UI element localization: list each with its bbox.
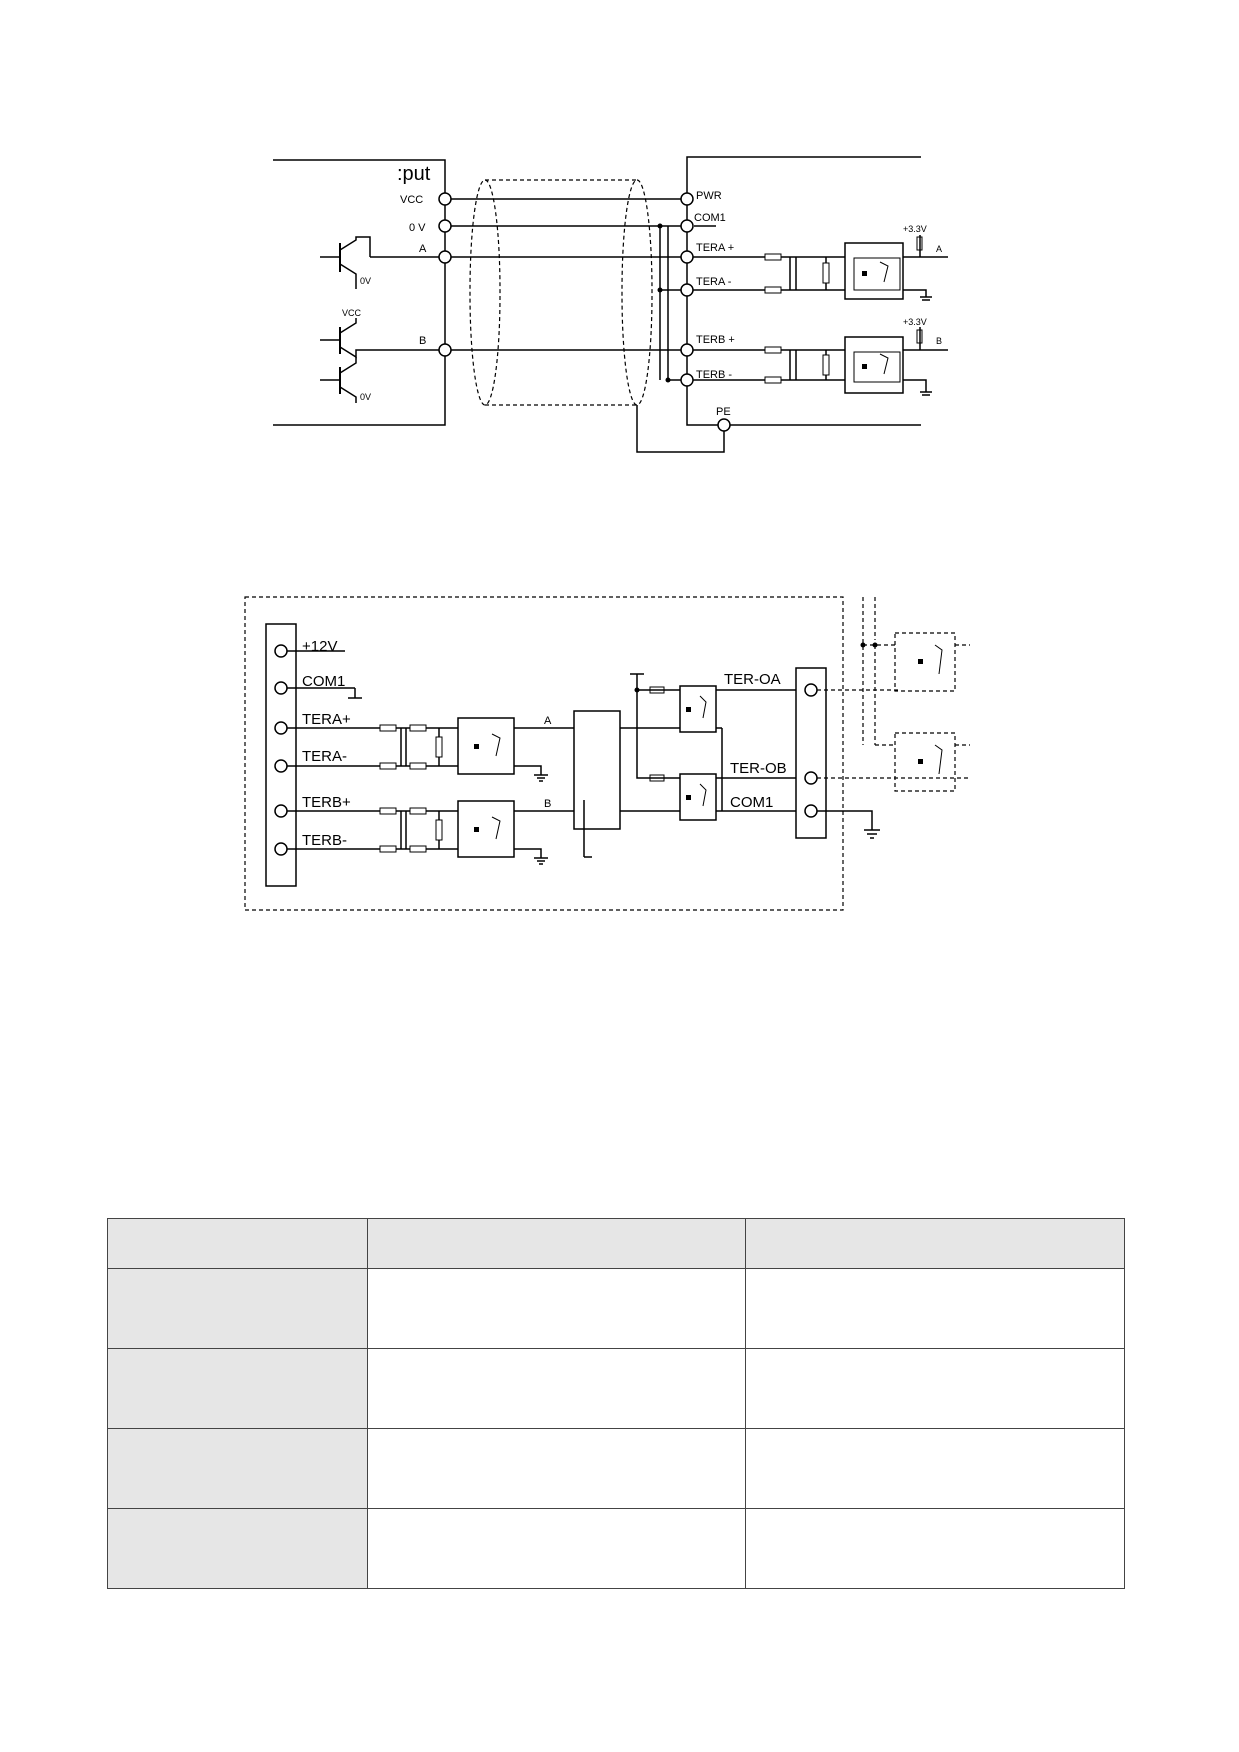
channel-b-input-network xyxy=(287,800,574,865)
output-wiring-diagram: +12V COM1 TERA+ TERA- TERB+ TERB- xyxy=(244,596,970,911)
left-terminal-a: A xyxy=(419,243,427,255)
output-optocoupler-b xyxy=(679,773,717,821)
table-cell xyxy=(745,1348,1125,1429)
output-optocoupler-a xyxy=(679,685,717,733)
terminal-label-tera-plus: TERA+ xyxy=(302,711,351,728)
table-row xyxy=(107,1428,1125,1509)
terminal-pwr xyxy=(680,192,694,206)
terminal-a xyxy=(438,250,452,264)
encoder-header-label: :put xyxy=(397,163,431,185)
right-terminal-terb-plus: TERB + xyxy=(696,334,735,346)
terminal-pe xyxy=(717,418,731,432)
table-row xyxy=(107,1348,1125,1429)
terminal-label-com1: COM1 xyxy=(302,673,345,690)
processor-block xyxy=(573,710,621,830)
channel-b-input-circuit xyxy=(693,327,948,396)
terminal-label-tera-minus: TERA- xyxy=(302,748,347,765)
ground-label-a: 0V xyxy=(360,276,371,286)
encoder-wiring-diagram: :put VCC 0 V A B 0V V xyxy=(273,156,948,453)
table-header-cell xyxy=(745,1218,1125,1269)
right-terminal-com1: COM1 xyxy=(694,212,726,224)
table-header-cell xyxy=(367,1218,746,1269)
right-terminal-terb-minus: TERB - xyxy=(696,369,732,381)
table-cell xyxy=(745,1428,1125,1509)
table-cell xyxy=(107,1428,368,1509)
terminal-label-12v: +12V xyxy=(302,638,337,655)
table-header-cell xyxy=(107,1218,368,1269)
input-terminal-block xyxy=(265,623,297,887)
terminal-vcc xyxy=(438,192,452,206)
right-terminal-tera-minus: TERA - xyxy=(696,276,732,288)
table-header-row xyxy=(107,1218,1125,1269)
terminal-com1 xyxy=(680,219,694,233)
specification-table xyxy=(107,1218,1125,1589)
terminal-terb-minus xyxy=(680,373,694,387)
transistor-a xyxy=(320,236,371,289)
external-optocoupler-a xyxy=(894,632,956,692)
table-cell xyxy=(745,1508,1125,1589)
left-terminal-vcc: VCC xyxy=(400,194,423,206)
supply-label-a: +3.3V xyxy=(903,224,927,234)
output-label-com1: COM1 xyxy=(730,794,773,811)
table-cell xyxy=(367,1508,746,1589)
external-optocoupler-b xyxy=(894,732,956,792)
output-label-a: A xyxy=(936,244,942,254)
output-label-ter-ob: TER-OB xyxy=(730,760,787,777)
signal-label-a: A xyxy=(544,715,552,727)
left-terminal-b: B xyxy=(419,335,426,347)
terminal-tera-plus xyxy=(680,250,694,264)
output-terminal-block xyxy=(795,667,827,839)
terminal-tera-minus xyxy=(680,283,694,297)
output-label-ter-oa: TER-OA xyxy=(724,671,781,688)
ground-label-b: 0V xyxy=(360,392,371,402)
right-terminal-tera-plus: TERA + xyxy=(696,242,734,254)
table-cell xyxy=(367,1348,746,1429)
terminal-terb-plus xyxy=(680,343,694,357)
right-terminal-pwr: PWR xyxy=(696,190,722,202)
supply-label-b: +3.3V xyxy=(903,317,927,327)
table-cell xyxy=(367,1428,746,1509)
table-cell xyxy=(107,1348,368,1429)
optocoupler-a xyxy=(844,242,904,300)
channel-a-input-circuit xyxy=(693,235,948,301)
terminal-b xyxy=(438,343,452,357)
table-cell xyxy=(367,1268,746,1349)
table-row xyxy=(107,1508,1125,1589)
terminal-label-terb-minus: TERB- xyxy=(302,832,347,849)
table-cell xyxy=(745,1268,1125,1349)
optocoupler-2b xyxy=(457,800,515,858)
terminal-0v xyxy=(438,219,452,233)
pe-label: PE xyxy=(716,406,731,418)
channel-a-input-network xyxy=(287,717,574,782)
output-stage xyxy=(620,673,796,821)
output-label-b: B xyxy=(936,336,942,346)
table-row xyxy=(107,1268,1125,1349)
table-cell xyxy=(107,1268,368,1349)
signal-label-b: B xyxy=(544,798,551,810)
optocoupler-b xyxy=(844,336,904,394)
transistor-b xyxy=(320,318,370,403)
left-terminal-0v: 0 V xyxy=(409,222,426,234)
terminal-label-terb-plus: TERB+ xyxy=(302,794,351,811)
transistor-supply-label: VCC xyxy=(342,308,362,318)
table-cell xyxy=(107,1508,368,1589)
optocoupler-2a xyxy=(457,717,515,775)
